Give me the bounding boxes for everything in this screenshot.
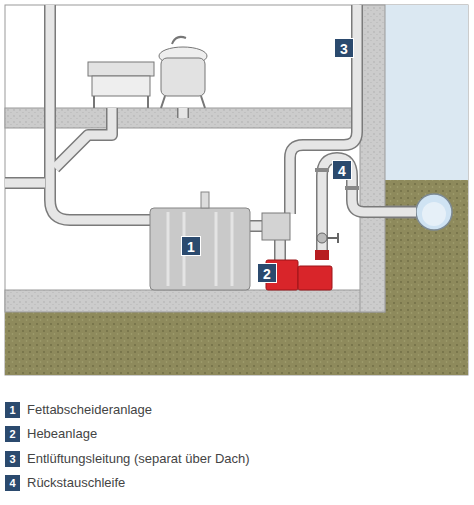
- pipe-joint: [315, 168, 329, 172]
- pipe-joint: [345, 186, 359, 190]
- lifting-pump-motor: [298, 266, 332, 290]
- kettle: [161, 58, 205, 96]
- tank-vent: [201, 192, 209, 208]
- floor-slab: [5, 290, 385, 312]
- callout-number: 3: [9, 453, 15, 465]
- valve-handle: [327, 233, 338, 243]
- outlet-chamber: [262, 213, 290, 240]
- legend-text: Entlüftungsleitung (separat über Dach): [27, 451, 250, 467]
- cooking-unit-legs: [94, 96, 148, 108]
- frame: [5, 5, 468, 375]
- legend-text: Rückstauschleife: [27, 475, 125, 491]
- legend-text: Fettabscheideranlage: [27, 402, 152, 418]
- kettle-legs: [161, 37, 205, 108]
- legend-swatch: 3: [5, 451, 20, 467]
- sky: [385, 5, 468, 180]
- outer-wall: [360, 5, 385, 312]
- callout-number: 4: [9, 477, 15, 489]
- legend-swatch: 2: [5, 426, 20, 442]
- soil: [5, 312, 468, 375]
- callout-number: 2: [9, 428, 15, 440]
- sewer-pipe: [416, 194, 452, 230]
- valve: [317, 233, 327, 243]
- legend-text: Hebeanlage: [27, 426, 97, 442]
- legend-swatch: 4: [5, 475, 20, 491]
- tank-ribs: [168, 212, 232, 286]
- callout-number: 3: [334, 38, 354, 58]
- sewer-pipe: [422, 202, 446, 226]
- grease-separator-tank: [150, 208, 250, 290]
- callout-number: 1: [9, 404, 15, 416]
- cooking-unit: [92, 76, 150, 96]
- building-section: [0, 0, 474, 380]
- callout-number: 2: [257, 263, 277, 283]
- cooking-unit: [88, 62, 154, 76]
- pump-flange: [315, 250, 329, 260]
- callout-number: 4: [332, 160, 352, 180]
- legend-swatch: 1: [5, 402, 20, 418]
- callout-number: 1: [181, 236, 201, 256]
